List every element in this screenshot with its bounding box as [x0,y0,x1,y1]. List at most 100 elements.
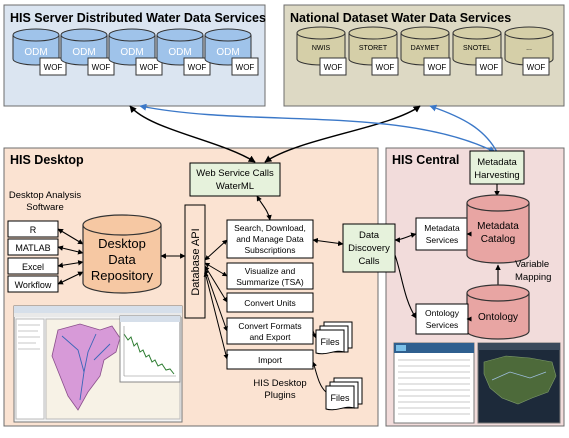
analysis-label-line2: Software [26,202,64,213]
plugin-search-line3: Subscriptions [244,245,295,255]
analysis-label-line1: Desktop Analysis [9,190,82,201]
web-service-line2: WaterML [216,181,254,192]
national-services: NWIS WOF STORET WOF DAYMET WOF SNOTEL WO… [296,26,554,76]
server-odm-2: ODM WOF [60,28,115,76]
variable-mapping-line1: Variable [515,259,549,270]
search-to-discovery-arrow [312,237,344,247]
plugin-convert-units-label: Convert Units [244,298,296,308]
server-to-harvest-curve [139,103,496,153]
odm-label: ODM [168,47,191,58]
odm-label: ODM [72,47,95,58]
database-api-label: Database API [190,228,202,295]
wof-label: WOF [324,63,343,72]
wof-label: WOF [236,63,255,72]
central-web-screenshot-2 [477,342,561,424]
web-service-calls-box [189,162,281,197]
plugin-boxes: Search, Download, and Manage Data Subscr… [226,219,314,370]
database-api-bar [184,204,206,319]
wof-label: WOF [188,63,207,72]
files-import-label: Files [330,393,350,403]
files-import: Files [325,377,363,411]
catalog-line1: Metadata [477,221,519,232]
graph-window [119,315,181,383]
discovery-line2: Discovery [348,243,390,254]
server-odm-4: ODM WOF [156,28,211,76]
discovery-to-ontology-services-arrow [394,254,417,319]
watershed-map-shape [51,323,121,411]
plugin-search[interactable] [226,219,314,259]
harvesting-line1: Metadata [477,157,517,168]
dataset-label: SNOTEL [463,45,491,52]
repository-line3: Repository [91,268,154,283]
server-title: HIS Server Distributed Water Data Servic… [10,11,266,25]
wof-label: WOF [480,63,499,72]
plugin-import[interactable] [226,349,314,370]
harvesting-line2: Harvesting [474,170,519,181]
wof-label: WOF [428,63,447,72]
odm-label: ODM [216,47,239,58]
files-export: Files [315,321,353,355]
ontology-services-line1: Ontology [425,308,460,318]
desktop-app-screenshot [13,305,183,423]
variable-mapping-line2: Mapping [515,272,551,283]
tool-arrows [57,228,84,285]
odm-label: ODM [120,47,143,58]
wof-label: WOF [92,63,111,72]
national-storet: STORET WOF [348,26,399,76]
server-odm-3: ODM WOF [108,28,163,76]
wof-label: WOF [527,63,546,72]
tool-excel-label: Excel [22,262,44,272]
desktop-data-repository: Desktop Data Repository [82,214,162,294]
plugins-label-line1: HIS Desktop [253,378,306,389]
national-title: National Dataset Water Data Services [290,11,511,25]
connection-curves [129,103,498,163]
server-services: ODM WOF ODM WOF ODM WOF ODM WOF [12,28,259,76]
dataset-label: NWIS [312,45,331,52]
api-to-plugin-arrows [203,239,229,360]
dataset-label: ... [526,45,532,52]
ontology-services-box[interactable] [415,303,469,335]
national-daymet: DAYMET WOF [400,26,451,76]
plugin-import-label: Import [258,355,283,365]
tool-workflow-label: Workflow [15,280,52,290]
files-to-import-arrow [312,361,327,393]
repository-line2: Data [108,252,136,267]
export-to-files-arrow [311,330,317,339]
national-snotel: SNOTEL WOF [452,26,503,76]
central-title: HIS Central [392,153,459,167]
files-export-label: Files [320,337,340,347]
plugin-search-line2: and Manage Data [236,234,304,244]
plugin-visualize-line1: Visualize and [245,266,296,276]
plugin-visualize[interactable] [226,262,314,290]
discovery-to-metadata-services-arrow [394,232,417,243]
repository-line1: Desktop [98,236,146,251]
dataset-label: DAYMET [411,45,440,52]
ontology-services-line2: Services [426,320,459,330]
tool-matlab-label: MATLAB [15,243,50,253]
metadata-services-box[interactable] [415,217,469,251]
metadata-catalog: Metadata Catalog [466,194,530,264]
data-discovery-calls-box [342,223,396,273]
plugin-convert-formats-line1: Convert Formats [238,321,301,331]
central-web-screenshot-1 [393,342,475,424]
plugin-convert-formats-line2: and Export [249,332,291,342]
tool-r-label: R [30,225,37,235]
dataset-label: STORET [359,45,388,52]
ontology-label: Ontology [478,312,518,323]
plugin-visualize-line2: Summarize (TSA) [236,277,304,287]
wof-label: WOF [376,63,395,72]
server-odm-5: ODM WOF [204,28,259,76]
odm-label: ODM [24,47,47,58]
plugin-search-line1: Search, Download, [234,223,306,233]
us-map-shape [483,355,557,405]
ontology-db: Ontology [466,284,530,340]
metadata-services-line2: Services [426,235,459,245]
wof-label: WOF [44,63,63,72]
webservice-to-search-arrow [256,195,272,221]
national-nwis: NWIS WOF [296,26,347,76]
desktop-title: HIS Desktop [10,153,84,167]
server-odm-1: ODM WOF [12,28,67,76]
plugins-label-line2: Plugins [264,390,295,401]
wof-label: WOF [140,63,159,72]
